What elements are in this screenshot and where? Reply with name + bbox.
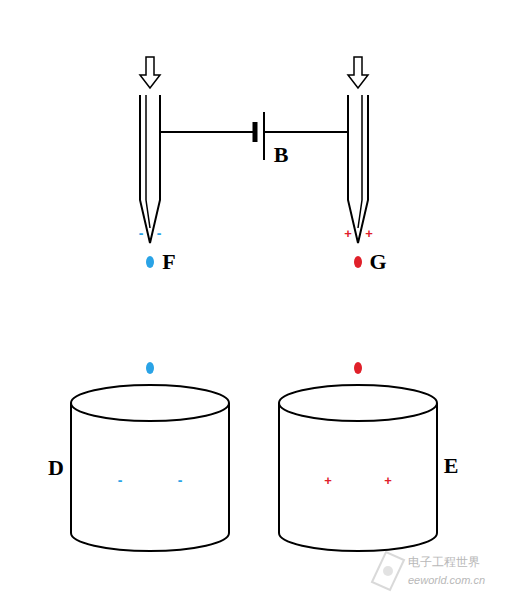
battery-circuit: [160, 112, 348, 160]
charge: +: [324, 474, 332, 487]
part-name: E: [444, 455, 459, 477]
left-pipette: [140, 57, 160, 243]
drop: [146, 256, 154, 268]
charge: +: [365, 227, 373, 240]
can: [71, 385, 229, 551]
part-name: D: [48, 457, 64, 479]
drop: [354, 362, 362, 374]
drop: [354, 256, 362, 268]
charge: +: [344, 227, 352, 240]
drop: [146, 362, 154, 374]
part-name: B: [274, 144, 289, 166]
charge: +: [384, 474, 392, 487]
charge: -: [157, 226, 162, 240]
charge: -: [139, 226, 144, 240]
charge: -: [118, 473, 123, 487]
part-name: F: [162, 251, 175, 273]
part-name: G: [369, 251, 386, 273]
charge: -: [178, 473, 183, 487]
right-pipette: [348, 57, 368, 243]
watermark-icon: [372, 552, 404, 590]
can: [279, 385, 437, 551]
watermark: 电子工程世界: [408, 556, 480, 568]
watermark: eeworld.com.cn: [408, 575, 485, 586]
